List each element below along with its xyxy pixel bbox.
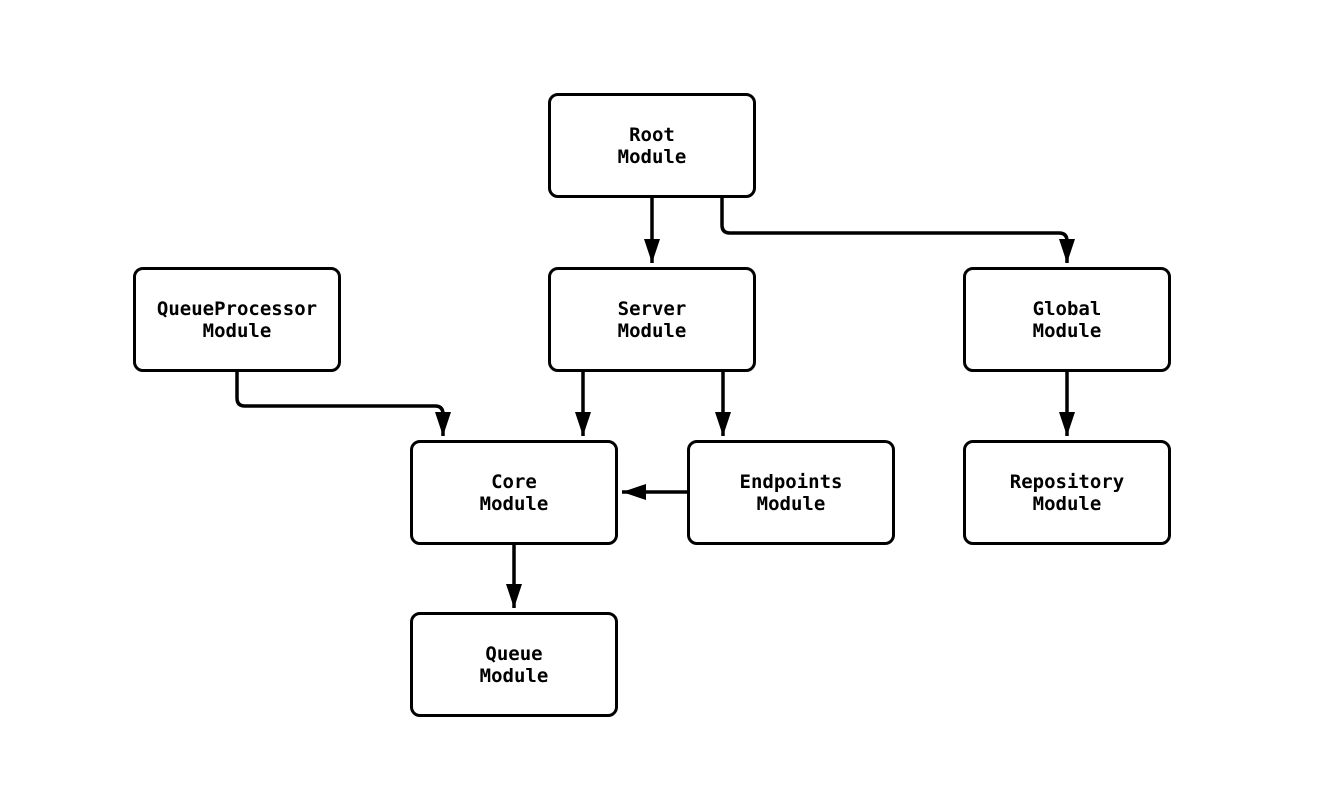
node-repository-module: Repository Module: [963, 440, 1171, 545]
node-label-line: Global: [1032, 297, 1102, 320]
node-endpoints-module: Endpoints Module: [687, 440, 895, 545]
node-label-line: Module: [756, 492, 826, 515]
node-label-line: Queue: [485, 642, 543, 665]
node-core-module: Core Module: [410, 440, 618, 545]
node-label-line: Endpoints: [739, 470, 843, 493]
node-label-line: Module: [617, 145, 687, 168]
node-label-line: Root: [629, 123, 675, 146]
node-label-line: Module: [202, 319, 272, 342]
node-label-line: Module: [479, 492, 549, 515]
node-server-module: Server Module: [548, 267, 756, 372]
node-queueprocessor-module: QueueProcessor Module: [133, 267, 341, 372]
node-label-line: Module: [1032, 492, 1102, 515]
node-label-line: Server: [617, 297, 687, 320]
edge-root-to-global: [720, 198, 1075, 263]
edge-queueprocessor-to-core: [235, 372, 451, 436]
node-label-line: Module: [1032, 319, 1102, 342]
node-label-line: Repository: [1009, 470, 1125, 493]
node-label-line: Module: [617, 319, 687, 342]
node-label-line: QueueProcessor: [156, 297, 318, 320]
node-queue-module: Queue Module: [410, 612, 618, 717]
node-root-module: Root Module: [548, 93, 756, 198]
node-label-line: Module: [479, 664, 549, 687]
node-label-line: Core: [491, 470, 537, 493]
node-global-module: Global Module: [963, 267, 1171, 372]
